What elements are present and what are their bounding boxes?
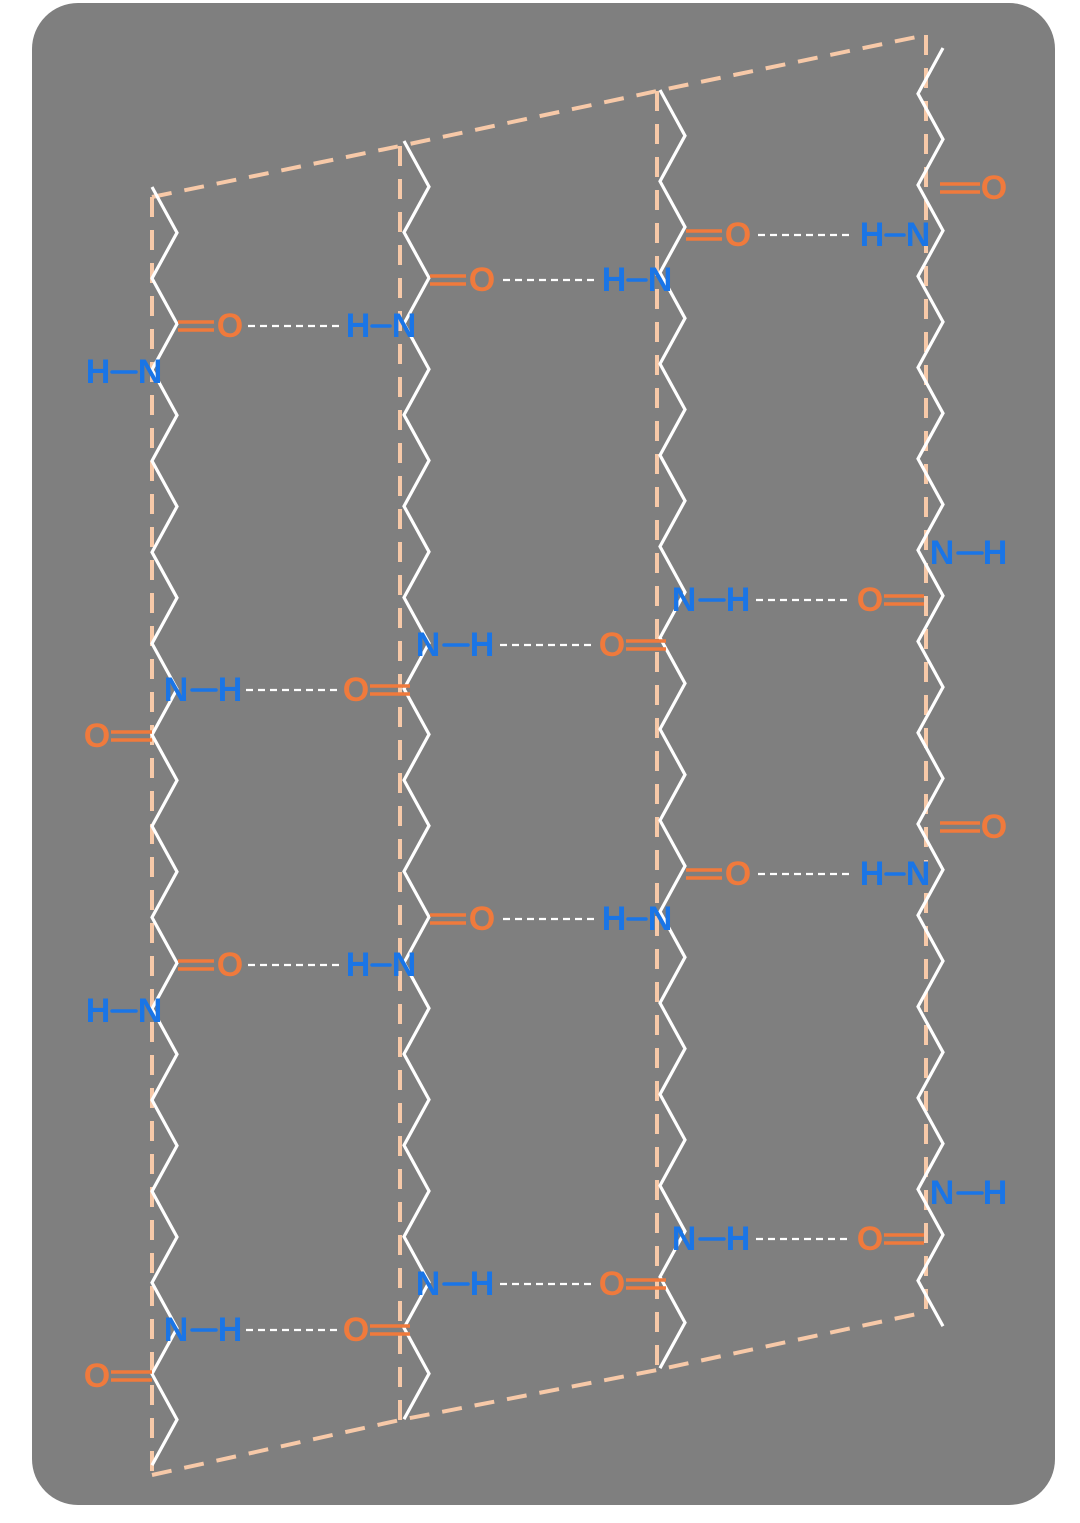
hydrogen-atom: H (346, 307, 371, 345)
hydrogen-bonds (246, 233, 851, 1332)
oxygen-atom: O (981, 808, 1007, 846)
hydrogen-atom: H (470, 626, 495, 664)
nitrogen-atom: N (416, 1265, 441, 1303)
oxygen-atom: O (343, 1311, 369, 1349)
nitrogen-atom: N (672, 1220, 697, 1258)
oxygen-atom: O (469, 261, 495, 299)
nitrogen-atom: N (906, 216, 931, 254)
backbone-chain-2 (402, 140, 431, 1420)
hydrogen-atom: H (983, 1174, 1008, 1212)
nitrogen-atom: N (392, 946, 417, 984)
hydrogen-atom: H (218, 1311, 243, 1349)
oxygen-atom: O (857, 1220, 883, 1258)
nitrogen-atom: N (906, 855, 931, 893)
background-panel (32, 3, 1055, 1505)
nitrogen-atom: N (416, 626, 441, 664)
oxygen-atom: O (599, 1265, 625, 1303)
oxygen-atom: O (84, 717, 110, 755)
nitrogen-atom: N (392, 307, 417, 345)
sheet-outline (150, 33, 928, 1477)
hydrogen-atom: H (218, 671, 243, 709)
nitrogen-atom: N (164, 671, 189, 709)
hydrogen-atom: H (860, 855, 885, 893)
oxygen-atom: O (469, 900, 495, 938)
oxygen-atom: O (217, 307, 243, 345)
nitrogen-atom: N (930, 534, 955, 572)
oxygen-atom: O (725, 855, 751, 893)
backbone-chain-4 (916, 47, 945, 1327)
nitrogen-atom: N (164, 1311, 189, 1349)
hydrogen-atom: H (860, 216, 885, 254)
hydrogen-atom: H (726, 581, 751, 619)
oxygen-atom: O (599, 626, 625, 664)
oxygen-atom: O (217, 946, 243, 984)
oxygen-atom: O (857, 581, 883, 619)
nitrogen-atom: N (648, 900, 673, 938)
hydrogen-atom: H (86, 992, 111, 1030)
oxygen-atom: O (725, 216, 751, 254)
hydrogen-atom: H (602, 261, 627, 299)
hydrogen-atom: H (346, 946, 371, 984)
chemical-bonds (110, 182, 984, 1382)
hydrogen-atom: H (602, 900, 627, 938)
polymer-chains (150, 47, 945, 1466)
oxygen-atom: O (981, 169, 1007, 207)
nitrogen-atom: N (648, 261, 673, 299)
hydrogen-atom: H (726, 1220, 751, 1258)
oxygen-atom: O (343, 671, 369, 709)
oxygen-atom: O (84, 1357, 110, 1395)
backbone-chain-1 (150, 186, 179, 1466)
hydrogen-atom: H (86, 353, 111, 391)
hydrogen-atom: H (983, 534, 1008, 572)
hydrogen-atom: H (470, 1265, 495, 1303)
nitrogen-atom: N (138, 353, 163, 391)
nitrogen-atom: N (138, 992, 163, 1030)
nitrogen-atom: N (672, 581, 697, 619)
backbone-chain-3 (658, 89, 687, 1369)
nitrogen-atom: N (930, 1174, 955, 1212)
